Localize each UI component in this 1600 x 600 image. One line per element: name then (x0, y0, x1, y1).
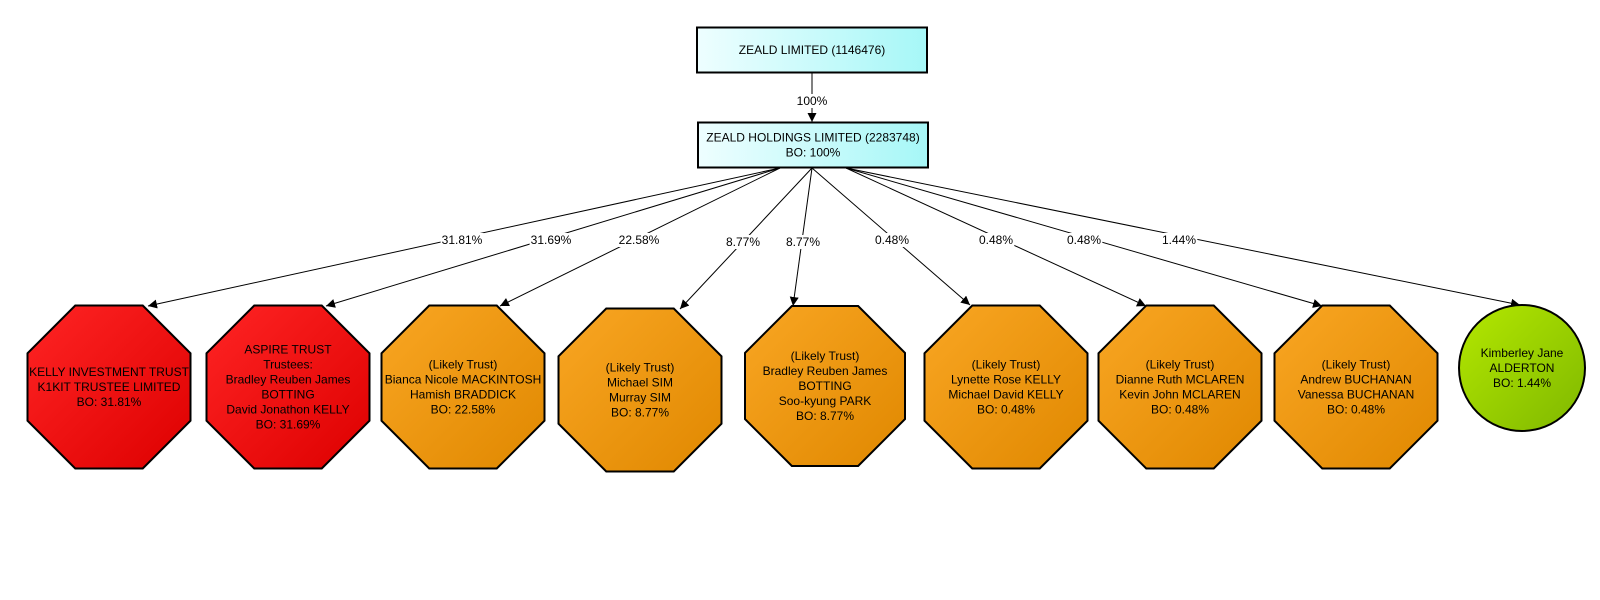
edge-label-background (440, 233, 484, 247)
node-label-line: (Likely Trust) (972, 358, 1041, 372)
company-box (696, 26, 928, 74)
node-label-line: K1KIT TRUSTEE LIMITED (38, 380, 181, 394)
edge-label-background (1160, 233, 1198, 247)
node-label-line: BOTTING (798, 379, 851, 393)
node-kelly-family[interactable]: (Likely Trust)Lynette Rose KELLYMichael … (923, 304, 1089, 470)
edge-label-background (1065, 233, 1103, 247)
octagon-shape (26, 304, 192, 470)
edge-label: 8.77% (786, 235, 820, 249)
edge-label: 31.69% (531, 233, 572, 247)
node-label-line: ZEALD HOLDINGS LIMITED (2283748) (706, 131, 919, 145)
node-label-line: BO: 100% (786, 146, 841, 160)
edge-label-background (724, 235, 762, 249)
node-label-line: BO: 0.48% (1151, 403, 1209, 417)
node-label-line: Kimberley Jane (1481, 346, 1564, 360)
node-label-line: Michael SIM (607, 376, 673, 390)
node-label-line: David Jonathon KELLY (226, 403, 349, 417)
node-label-line: (Likely Trust) (606, 361, 675, 375)
edge-label: 0.48% (979, 233, 1013, 247)
octagon-shape (923, 304, 1089, 470)
edge-label: 1.44% (1162, 233, 1196, 247)
edge-label: 0.48% (1067, 233, 1101, 247)
edge-label-background (873, 233, 911, 247)
node-label-line: BO: 8.77% (796, 409, 854, 423)
node-label-line: BO: 1.44% (1493, 376, 1551, 390)
node-label-line: BO: 0.48% (977, 403, 1035, 417)
node-label-line: KELLY INVESTMENT TRUST (29, 365, 189, 379)
node-label-line: (Likely Trust) (1322, 358, 1391, 372)
octagon-shape (1273, 304, 1439, 470)
node-label-line: Vanessa BUCHANAN (1298, 388, 1414, 402)
node-label-line: BO: 22.58% (431, 403, 496, 417)
node-label-line: BO: 8.77% (611, 406, 669, 420)
node-label-line: Lynette Rose KELLY (951, 373, 1061, 387)
node-botting-park[interactable]: (Likely Trust)Bradley Reuben JamesBOTTIN… (744, 305, 906, 467)
node-label-line: Bianca Nicole MACKINTOSH (385, 373, 542, 387)
edge-label-background (529, 233, 573, 247)
edge-label: 0.48% (875, 233, 909, 247)
node-label-line: ASPIRE TRUST (244, 343, 332, 357)
octagon-shape (1097, 304, 1263, 470)
node-label-line: Trustees: (263, 358, 313, 372)
octagon-shape (205, 304, 371, 470)
node-label-line: Dianne Ruth MCLAREN (1116, 373, 1245, 387)
edge-label: 31.81% (442, 233, 483, 247)
octagon-shape (744, 305, 906, 467)
node-mackintosh-braddick[interactable]: (Likely Trust)Bianca Nicole MACKINTOSHHa… (380, 304, 546, 470)
node-label-line: BOTTING (261, 388, 314, 402)
node-label-line: Michael David KELLY (948, 388, 1063, 402)
edge-label: 22.58% (619, 233, 660, 247)
node-label-line: ZEALD LIMITED (1146476) (739, 43, 886, 57)
node-label-line: (Likely Trust) (791, 349, 860, 363)
edge-label-background (617, 233, 661, 247)
octagon-shape (380, 304, 546, 470)
node-zeald-holdings[interactable]: ZEALD HOLDINGS LIMITED (2283748)BO: 100% (697, 121, 929, 169)
circle-shape (1458, 304, 1586, 432)
node-label-line: Bradley Reuben James (763, 364, 888, 378)
node-label-line: (Likely Trust) (1146, 358, 1215, 372)
node-label-line: Hamish BRADDICK (410, 388, 516, 402)
company-box (697, 121, 929, 169)
node-label-line: BO: 31.81% (77, 395, 142, 409)
node-label-line: Murray SIM (609, 391, 671, 405)
node-label-line: BO: 0.48% (1327, 403, 1385, 417)
edge-label-background (784, 235, 822, 249)
node-label-line: BO: 31.69% (256, 418, 321, 432)
node-label-line: Andrew BUCHANAN (1300, 373, 1411, 387)
node-label-line: (Likely Trust) (429, 358, 498, 372)
edge-label-background (795, 94, 829, 108)
octagon-shape (557, 307, 723, 473)
edge-label: 100% (797, 94, 828, 108)
node-label-line: Bradley Reuben James (226, 373, 351, 387)
edge-label-background (977, 233, 1015, 247)
node-label-line: Soo-kyung PARK (779, 394, 872, 408)
node-label-line: Kevin John MCLAREN (1119, 388, 1240, 402)
node-label-line: ALDERTON (1490, 361, 1555, 375)
edge-label: 8.77% (726, 235, 760, 249)
node-zeald-limited[interactable]: ZEALD LIMITED (1146476) (696, 26, 928, 74)
